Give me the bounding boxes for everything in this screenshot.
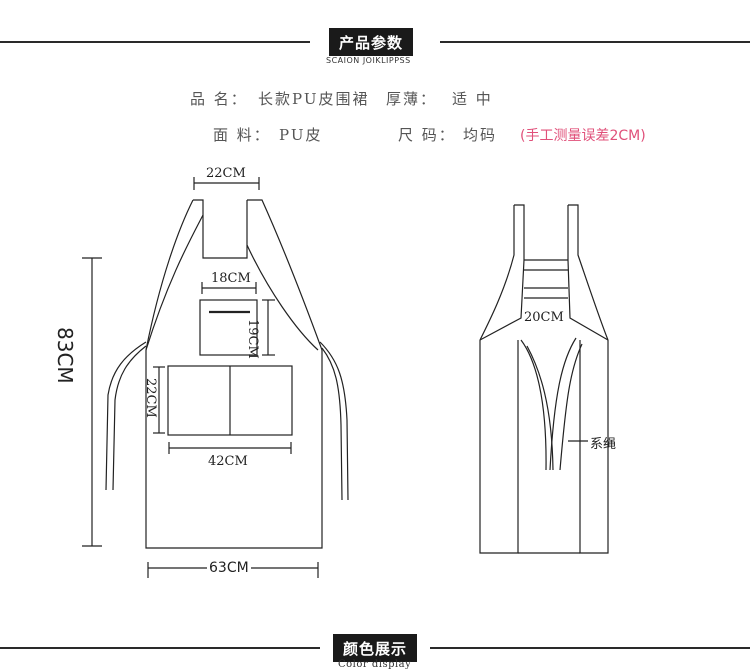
spec-name-value: 长款PU皮围裙 <box>258 90 370 108</box>
spec-fabric-value: PU皮 <box>279 126 323 144</box>
small-pocket <box>199 299 258 356</box>
spec-name-label: 品 名： <box>190 90 248 108</box>
label-back-width: 20CM <box>524 310 564 325</box>
header-rule-left <box>0 41 310 43</box>
spec-thickness-label: 厚薄： <box>386 90 438 108</box>
back-left-strap <box>479 204 525 341</box>
footer-title: 颜色展示 <box>333 634 418 662</box>
back-right-strap <box>568 204 609 341</box>
label-strap-width: 22CM <box>206 166 246 181</box>
label-bottom-width: 63CM <box>207 560 251 576</box>
spec-fabric-label: 面 料： <box>213 126 271 144</box>
back-body <box>479 340 519 554</box>
spec-size-value: 均码 <box>463 126 498 144</box>
front-left-tie <box>105 341 147 491</box>
footer-subtitle: Color display <box>338 659 412 670</box>
header-subtitle: SCAION JOIKLIPPSS <box>326 56 411 65</box>
label-tie: 系绳 <box>590 437 617 452</box>
header-title: 产品参数 <box>329 28 414 56</box>
label-big-pocket-height: 22CM <box>143 378 158 418</box>
front-body <box>145 350 323 549</box>
measurement-note: (手工测量误差2CM) <box>520 128 646 144</box>
footer-rule-right <box>430 647 750 649</box>
back-tie <box>520 339 547 471</box>
label-total-length: 83CM <box>53 327 77 384</box>
spec-size-label: 尺 码： <box>398 126 456 144</box>
label-small-pocket-width: 18CM <box>211 271 251 286</box>
spec-thickness-value: 适 中 <box>452 90 493 108</box>
header-rule-right <box>440 41 750 43</box>
front-right-strap <box>247 199 323 351</box>
label-small-pocket-height: 19CM <box>245 319 260 359</box>
footer-rule-left <box>0 647 320 649</box>
label-big-pocket-width: 42CM <box>208 454 248 469</box>
front-right-tie <box>319 341 349 501</box>
front-left-strap <box>145 199 204 351</box>
